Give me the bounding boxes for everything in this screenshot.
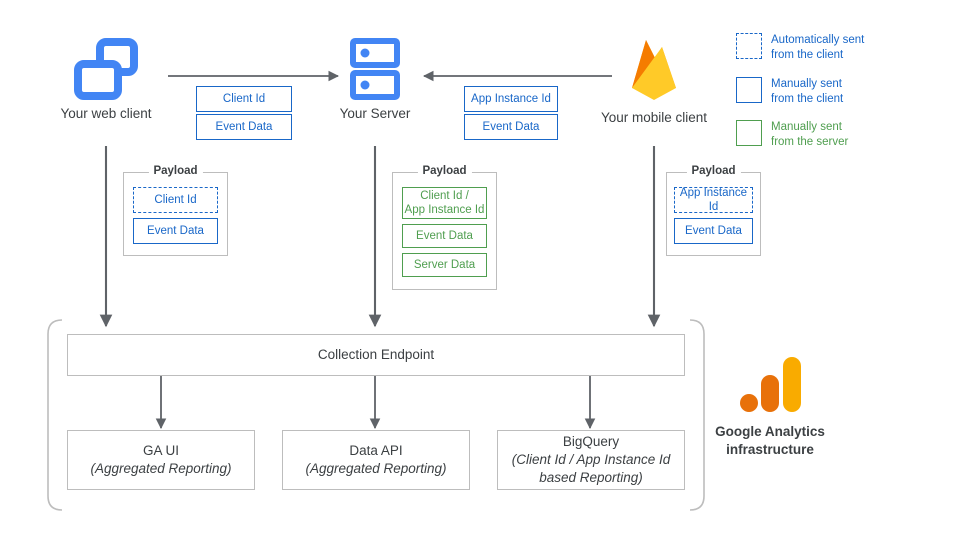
output-title: GA UI	[142, 442, 179, 458]
web-client-node: Your web client	[52, 38, 160, 121]
legend-label: Manually sent from the client	[771, 77, 844, 105]
payload-server: Payload Client Id / App Instance Id Even…	[392, 165, 497, 290]
collection-endpoint-label: Collection Endpoint	[317, 346, 435, 362]
chip-event-data: Event Data	[464, 114, 558, 140]
dashed-blue-square-icon	[736, 33, 762, 59]
legend-item-auto-client: Automatically sent from the client	[736, 33, 946, 64]
output-subtitle: (Aggregated Reporting)	[90, 461, 232, 476]
server-rack-icon	[350, 38, 400, 100]
output-title: BigQuery	[562, 433, 620, 449]
legend-label: Manually sent from the server	[771, 121, 849, 149]
mobile-to-server-chips: App Instance Id Event Data	[464, 86, 558, 140]
chip-app-instance-id: App Instance Id	[464, 86, 558, 112]
output-title: Data API	[349, 442, 403, 458]
output-subtitle: (Client Id / App Instance Id based Repor…	[511, 451, 671, 486]
web-client-label: Your web client	[60, 106, 152, 121]
chip-client-id: Client Id	[196, 86, 292, 112]
browser-windows-icon	[74, 38, 138, 100]
chip-event-data: Event Data	[196, 114, 292, 140]
server-label: Your Server	[339, 106, 411, 121]
legend-label: Automatically sent from the client	[771, 34, 865, 62]
payload-item-server-data: Server Data	[402, 253, 487, 277]
ga-infrastructure-caption: Google Analytics infrastructure	[715, 424, 825, 457]
server-node: Your Server	[321, 38, 429, 121]
payload-item-event-data: Event Data	[133, 218, 218, 244]
solid-blue-square-icon	[736, 76, 762, 103]
legend-item-manual-client: Manually sent from the client	[736, 76, 946, 108]
output-box-data-api: Data API (Aggregated Reporting)	[282, 430, 470, 490]
payload-item-event-data: Event Data	[402, 224, 487, 248]
legend: Automatically sent from the client Manua…	[736, 33, 946, 151]
legend-item-manual-server: Manually sent from the server	[736, 120, 946, 151]
payload-item-event-data: Event Data	[674, 218, 753, 244]
payload-mobile: Payload App Instance Id Event Data	[666, 165, 761, 256]
mobile-client-label: Your mobile client	[600, 110, 708, 125]
payload-title: Payload	[686, 165, 741, 177]
payload-item-client-id: Client Id	[133, 187, 218, 213]
payload-item-client-id-app-instance-id: Client Id / App Instance Id	[402, 187, 487, 219]
output-box-bigquery: BigQuery (Client Id / App Instance Id ba…	[497, 430, 685, 490]
payload-item-app-instance-id: App Instance Id	[674, 187, 753, 213]
google-analytics-bars-icon	[740, 357, 801, 412]
payload-web: Payload Client Id Event Data	[123, 165, 228, 256]
output-box-ga-ui: GA UI (Aggregated Reporting)	[67, 430, 255, 490]
web-to-server-chips: Client Id Event Data	[196, 86, 292, 140]
payload-title: Payload	[148, 165, 203, 177]
collection-endpoint-box: Collection Endpoint	[67, 334, 685, 376]
output-subtitle: (Aggregated Reporting)	[305, 461, 447, 476]
payload-title: Payload	[417, 165, 472, 177]
firebase-flame-icon	[632, 40, 676, 100]
mobile-client-node: Your mobile client	[592, 34, 716, 125]
google-analytics-infrastructure: Google Analytics infrastructure	[700, 355, 840, 458]
solid-green-square-icon	[736, 120, 762, 147]
